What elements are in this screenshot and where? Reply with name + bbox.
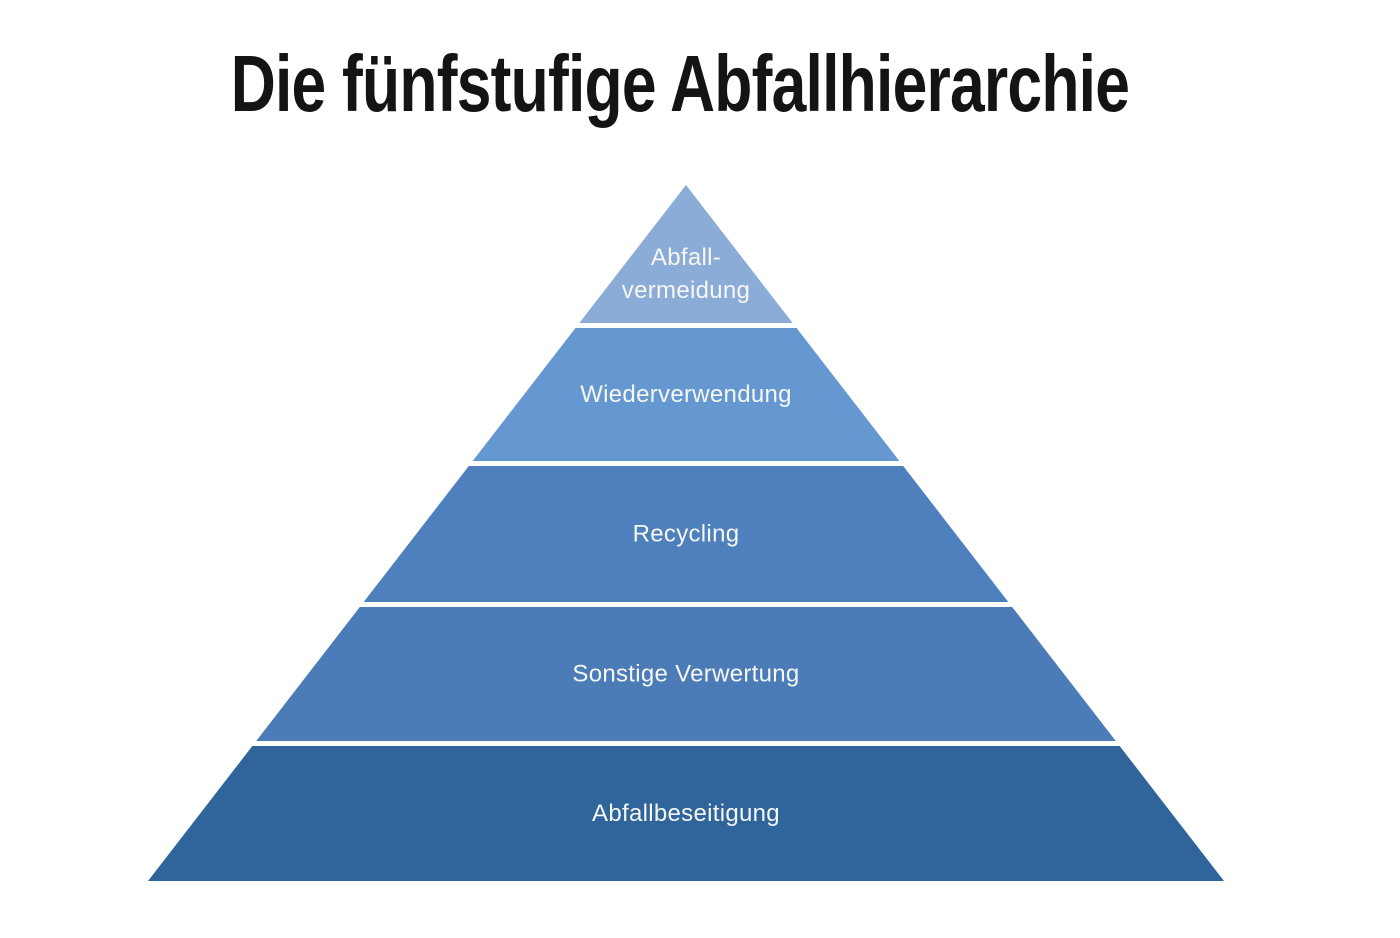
pyramid-level-label-wiederverwendung: Wiederverwendung <box>580 381 792 408</box>
pyramid-level-label-abfallbeseitigung: Abfallbeseitigung <box>592 800 780 827</box>
page-title-row: Die fünfstufige Abfallhierarchie <box>0 44 1400 124</box>
pyramid-level-sonstige-verwertung <box>256 607 1116 741</box>
pyramid-level-label-sonstige-verwertung: Sonstige Verwertung <box>572 661 799 688</box>
pyramid-level-recycling <box>363 466 1009 602</box>
pyramid-level-label-abfallvermeidung-line1: Abfall- <box>651 244 721 271</box>
pyramid-level-label-abfallvermeidung-line2: vermeidung <box>622 277 750 304</box>
page-title: Die fünfstufige Abfallhierarchie <box>230 39 1130 128</box>
pyramid-level-abfallvermeidung <box>579 185 793 323</box>
pyramid-level-label-recycling: Recycling <box>633 521 740 548</box>
pyramid-level-wiederverwendung <box>472 328 900 461</box>
pyramid-level-abfallbeseitigung <box>148 746 1224 881</box>
